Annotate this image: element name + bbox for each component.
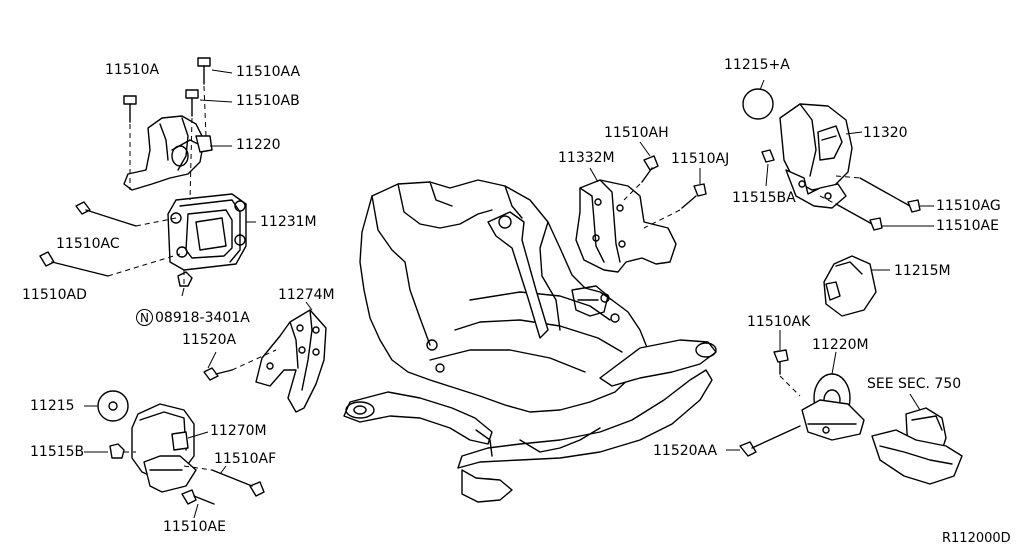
label-11231M: 11231M: [260, 214, 317, 230]
label-11215: 11215: [30, 398, 75, 414]
label-11215-A: 11215+A: [724, 57, 790, 73]
engine-mount-11220M: [726, 330, 865, 457]
label-11220: 11220: [236, 137, 281, 153]
insulator-11215M: [823, 255, 890, 317]
leader-lines-top-left: [181, 69, 256, 297]
bracket-11274M: [203, 301, 327, 413]
label-11510AB: 11510AB: [236, 93, 300, 109]
engine-mount-11270M: [84, 390, 265, 519]
exhaust-mount-sec750: [871, 393, 963, 485]
label-11520AA: 11520AA: [653, 443, 718, 459]
label-11510AA: 11510AA: [236, 64, 301, 80]
label-11215M: 11215M: [894, 263, 951, 279]
label-11510A: 11510A: [105, 62, 160, 78]
label-11510AC: 11510AC: [56, 236, 120, 252]
label-11515B: 11515B: [30, 444, 85, 460]
label-11515BA: 11515BA: [732, 190, 796, 206]
label-11510AD: 11510AD: [22, 287, 87, 303]
mount-bracket-11231M: [167, 193, 247, 287]
bracket-11332M: [575, 141, 707, 273]
label-11510AE-left: 11510AE: [163, 519, 226, 535]
label-11332M: 11332M: [558, 150, 615, 166]
label-11510AJ: 11510AJ: [671, 151, 730, 167]
subframe-crossmember: [343, 179, 717, 503]
label-11274M: 11274M: [278, 287, 335, 303]
label-11510AG: 11510AG: [936, 198, 1001, 214]
label-11270M: 11270M: [210, 423, 267, 439]
note-see-sec-750: SEE SEC. 750: [867, 376, 962, 392]
label-11510AF: 11510AF: [214, 451, 277, 467]
label-08918-text: 08918-3401A: [155, 310, 250, 326]
label-11320: 11320: [863, 125, 908, 141]
label-11220M: 11220M: [812, 337, 869, 353]
engine-mount-11320: [742, 79, 934, 231]
diagram-code: R112000D: [942, 531, 1011, 546]
engine-mount-11220: [123, 115, 213, 191]
bolts-top-left: [39, 57, 211, 284]
label-11510AH: 11510AH: [604, 125, 669, 141]
label-11520A: 11520A: [182, 332, 237, 348]
label-11510AK: 11510AK: [747, 314, 811, 330]
nut-marker-icon: N: [136, 309, 153, 326]
label-11510AE-right: 11510AE: [936, 218, 999, 234]
